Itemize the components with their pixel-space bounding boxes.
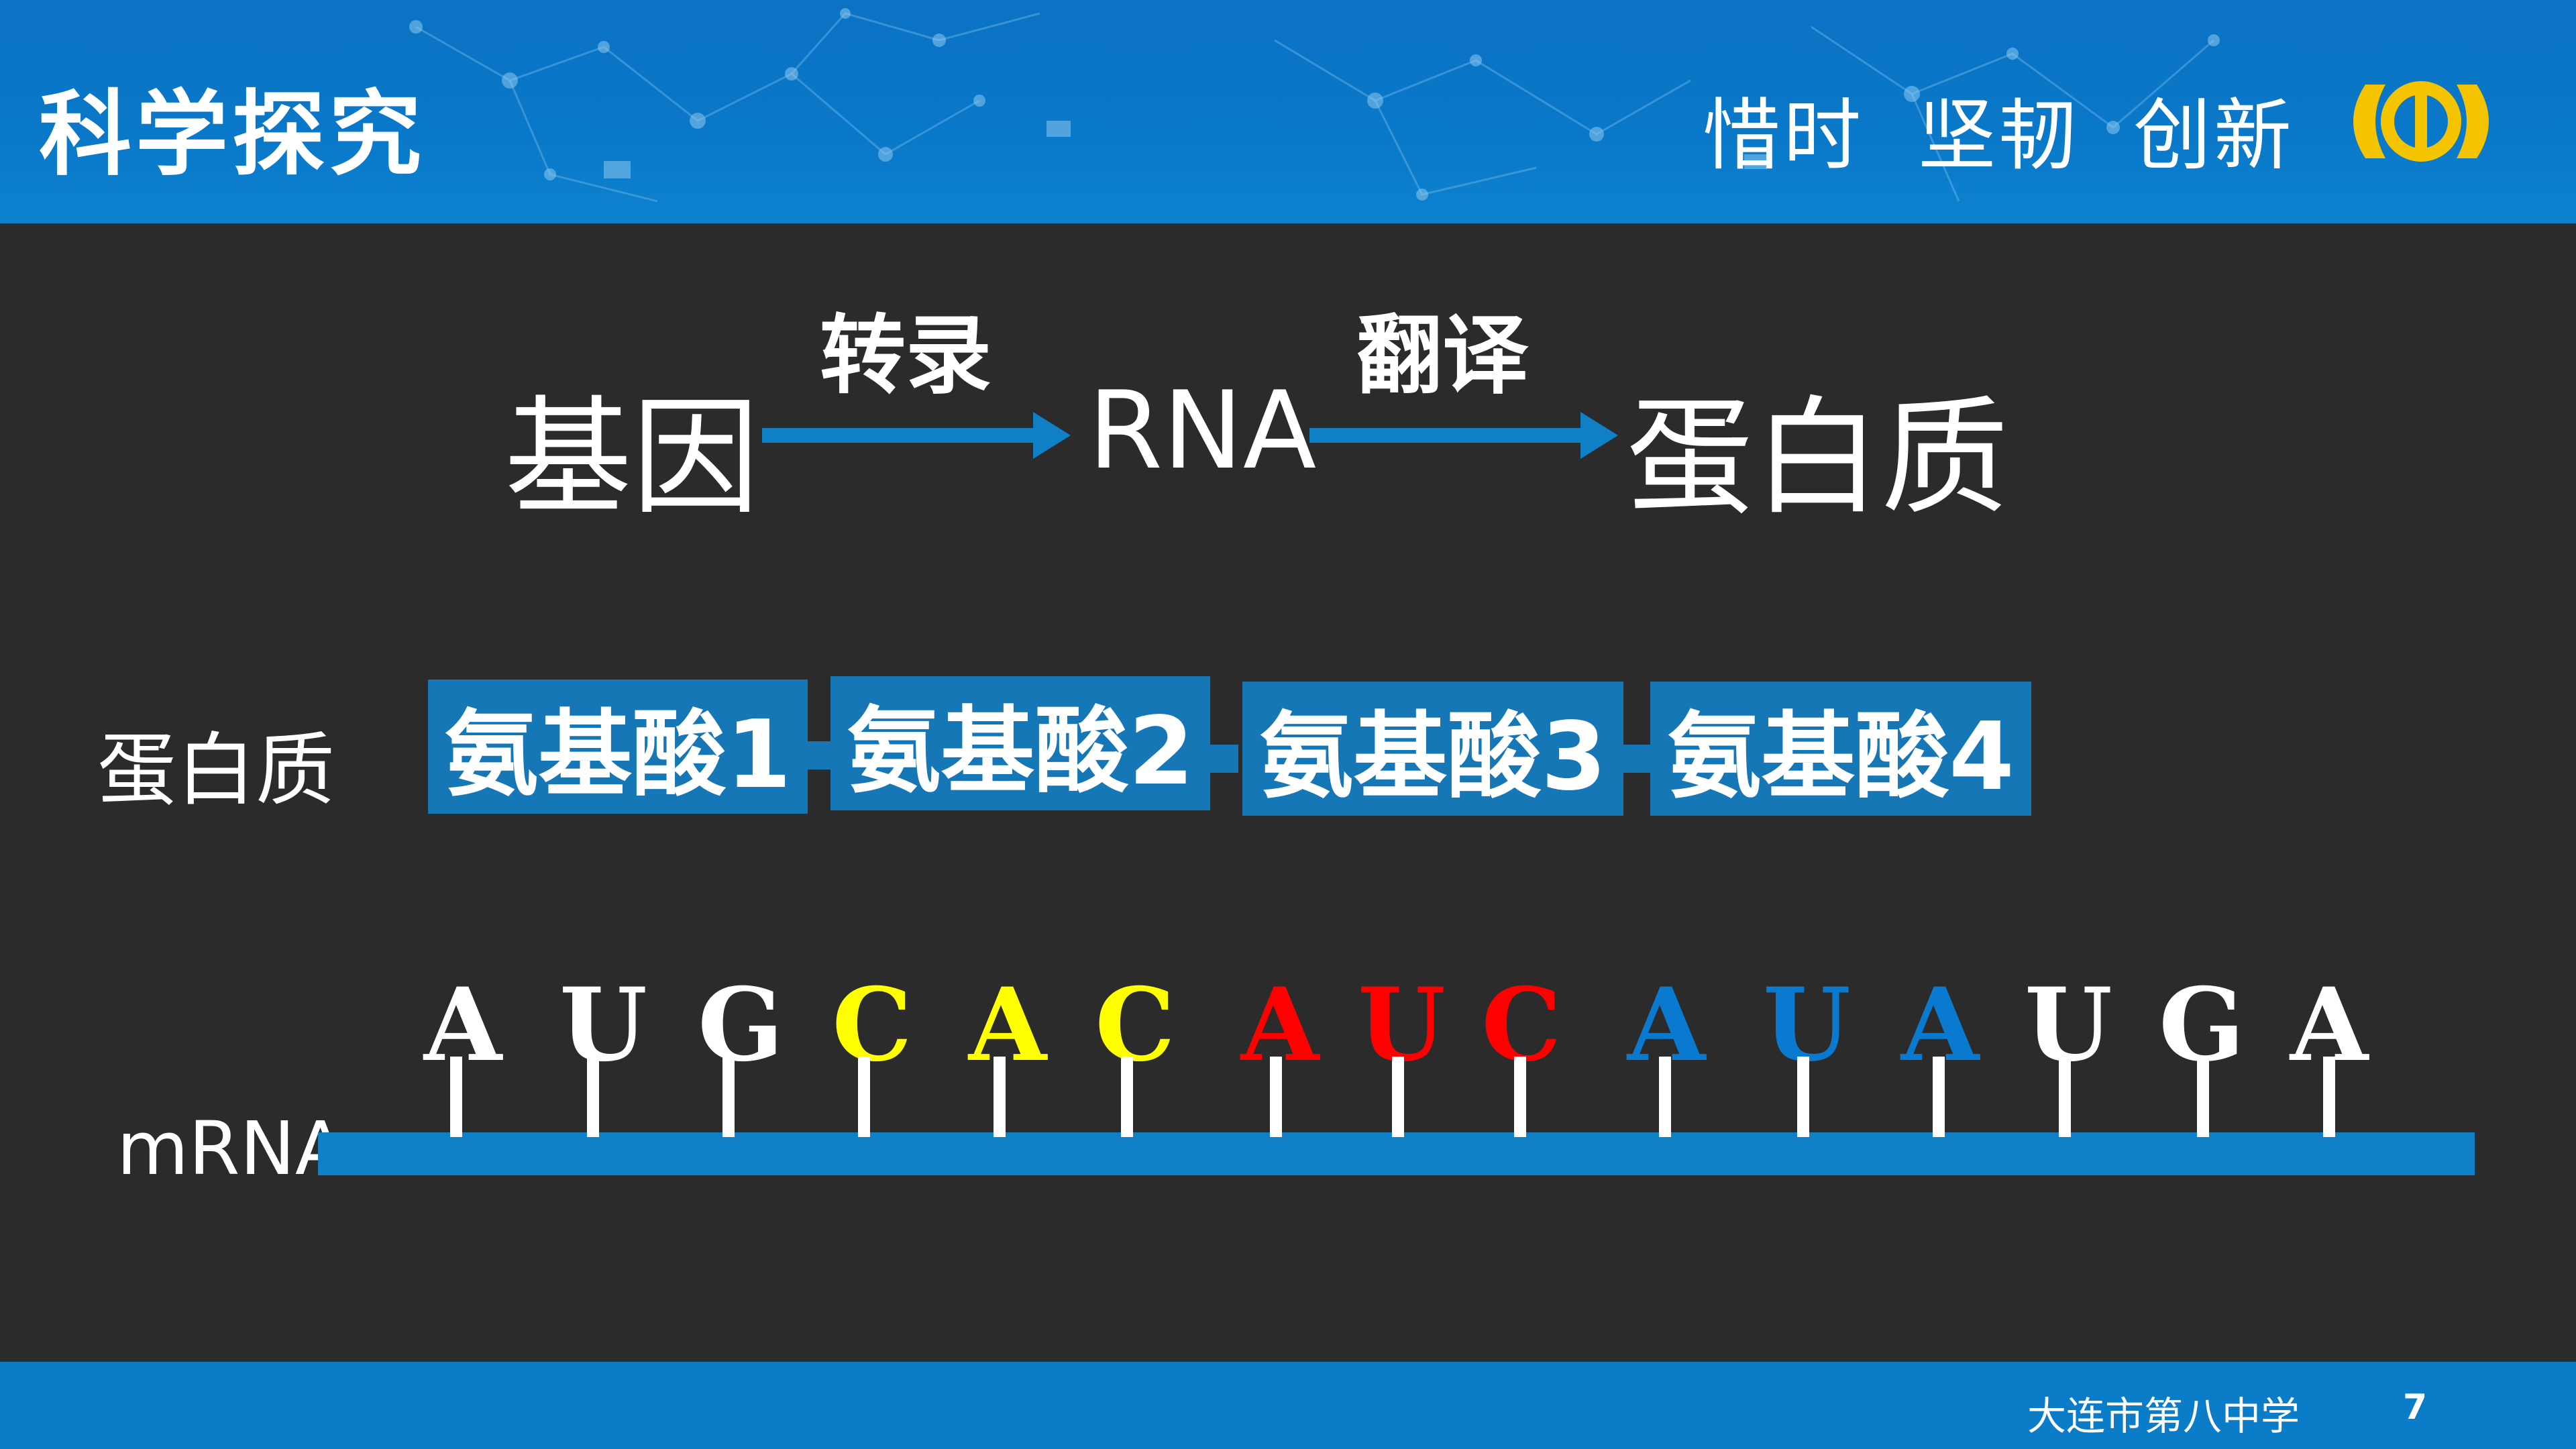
school-logo-icon [2353,81,2489,162]
amino-acid-1: 氨基酸1 [428,680,808,814]
peptide-bond-2 [1206,745,1238,773]
base-1: A [423,966,502,1084]
base-tick [450,1057,462,1137]
base-tick [722,1057,735,1137]
base-tick [1659,1057,1671,1137]
base-6: C [1095,966,1175,1084]
base-tick [587,1057,599,1137]
base-tick [2197,1057,2209,1137]
peptide-bond-3 [1619,745,1652,773]
page-title: 科学探究 [39,79,426,189]
rna-text: RNA [1088,368,1317,493]
base-tick [858,1057,870,1137]
translation-arrow [1309,412,1618,459]
gene-text: 基因 [504,384,760,532]
transcription-arrow [762,412,1071,459]
footer-bar [0,1362,2576,1449]
protein-text: 蛋白质 [1626,384,2009,532]
base-tick [1392,1057,1404,1137]
base-tick [2059,1057,2071,1137]
amino-acid-4: 氨基酸4 [1650,682,2031,816]
protein-row-label: 蛋白质 [97,724,335,816]
base-tick [1797,1057,1809,1137]
header-bar: 科学探究 惜时 坚韧 创新 [0,0,2576,223]
base-tick [1933,1057,1945,1137]
school-motto: 惜时 坚韧 创新 [1703,91,2294,181]
mrna-label: mRNA [117,1106,346,1191]
base-3: G [698,966,784,1084]
transcription-label: 转录 [820,305,992,406]
amino-acid-2: 氨基酸2 [830,676,1210,810]
base-4: C [832,966,912,1084]
base-tick [1121,1057,1133,1137]
school-name: 大连市第八中学 [2027,1393,2300,1439]
amino-acid-3: 氨基酸3 [1242,682,1623,816]
base-tick [1514,1057,1526,1137]
page-number: 7 [2403,1387,2428,1428]
translation-label: 翻译 [1356,305,1529,406]
base-tick [2323,1057,2335,1137]
network-background [409,8,2220,203]
mrna-strand [318,1132,2475,1175]
base-5: A [968,966,1047,1084]
base-2: U [559,966,647,1084]
base-tick [1270,1057,1282,1137]
base-tick [994,1057,1006,1137]
